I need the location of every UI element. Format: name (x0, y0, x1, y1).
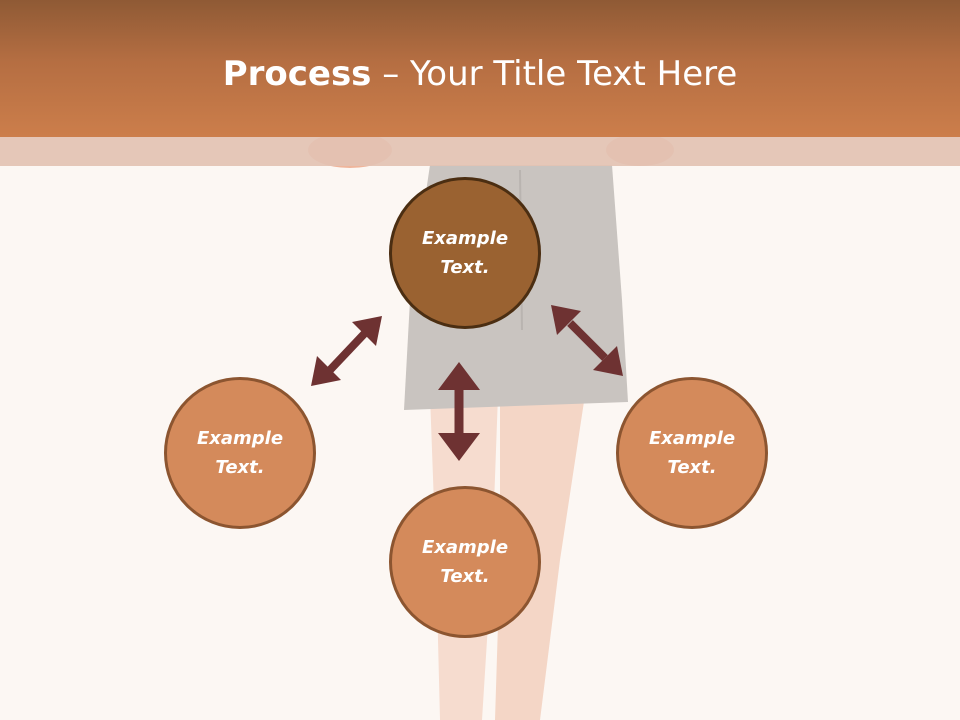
arrow-vertical-icon (438, 362, 480, 461)
left-node-label: Example Text. (196, 428, 284, 478)
title-bar (0, 0, 960, 137)
bottom-node: Example Text. (389, 486, 541, 638)
arrow-left-diagonal-icon (311, 316, 382, 386)
center-node-label: Example Text. (421, 228, 509, 278)
right-node: Example Text. (616, 377, 768, 529)
right-node-label: Example Text. (648, 428, 736, 478)
center-node: Example Text. (389, 177, 541, 329)
title-rest-text: – Your Title Text Here (371, 54, 738, 94)
page-title: Process – Your Title Text Here (0, 52, 960, 96)
bottom-node-label: Example Text. (421, 537, 509, 587)
arrow-right-diagonal-icon (551, 305, 623, 376)
title-strip (0, 137, 960, 166)
title-bold-text: Process (222, 54, 372, 94)
left-node: Example Text. (164, 377, 316, 529)
